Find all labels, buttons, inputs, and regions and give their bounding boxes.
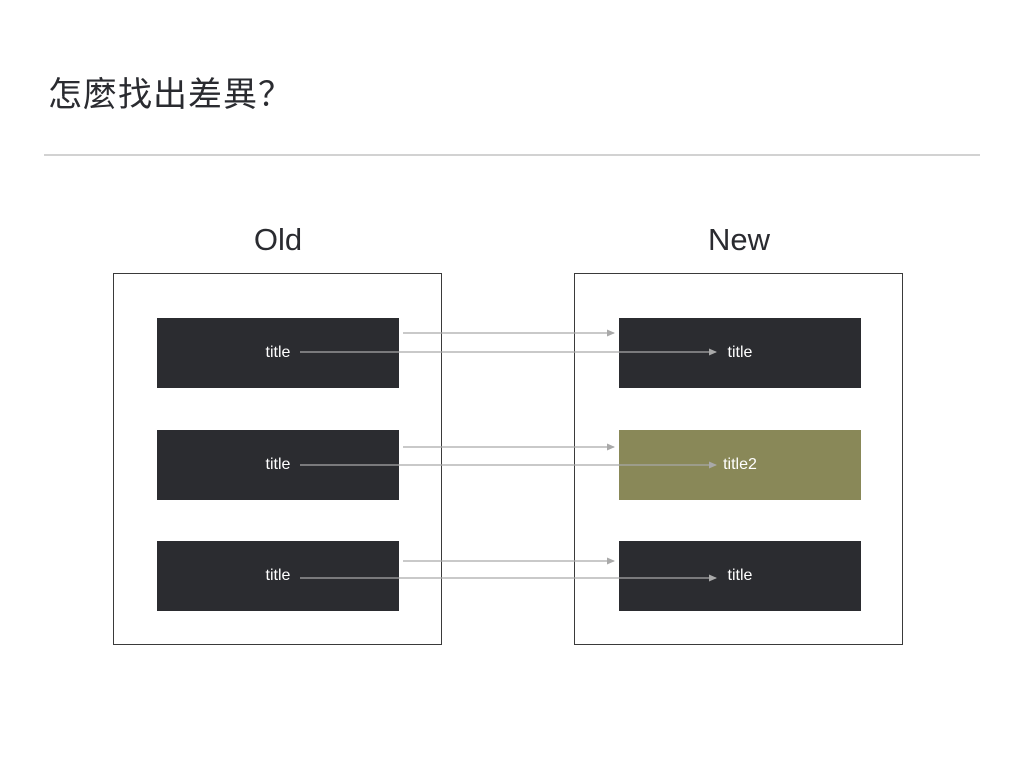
new-row-2-changed: title2	[619, 430, 861, 500]
new-list-panel: title title2 title	[574, 273, 903, 645]
title-divider	[44, 154, 980, 156]
old-column-heading: Old	[253, 222, 303, 257]
page-title: 怎麼找出差異？	[48, 75, 293, 115]
old-list-panel: title title title	[113, 273, 442, 645]
old-row-2: title	[157, 430, 399, 500]
old-row-3: title	[157, 541, 399, 611]
new-row-3: title	[619, 541, 861, 611]
old-row-1: title	[157, 318, 399, 388]
new-column-heading: New	[707, 222, 770, 257]
new-row-1: title	[619, 318, 861, 388]
